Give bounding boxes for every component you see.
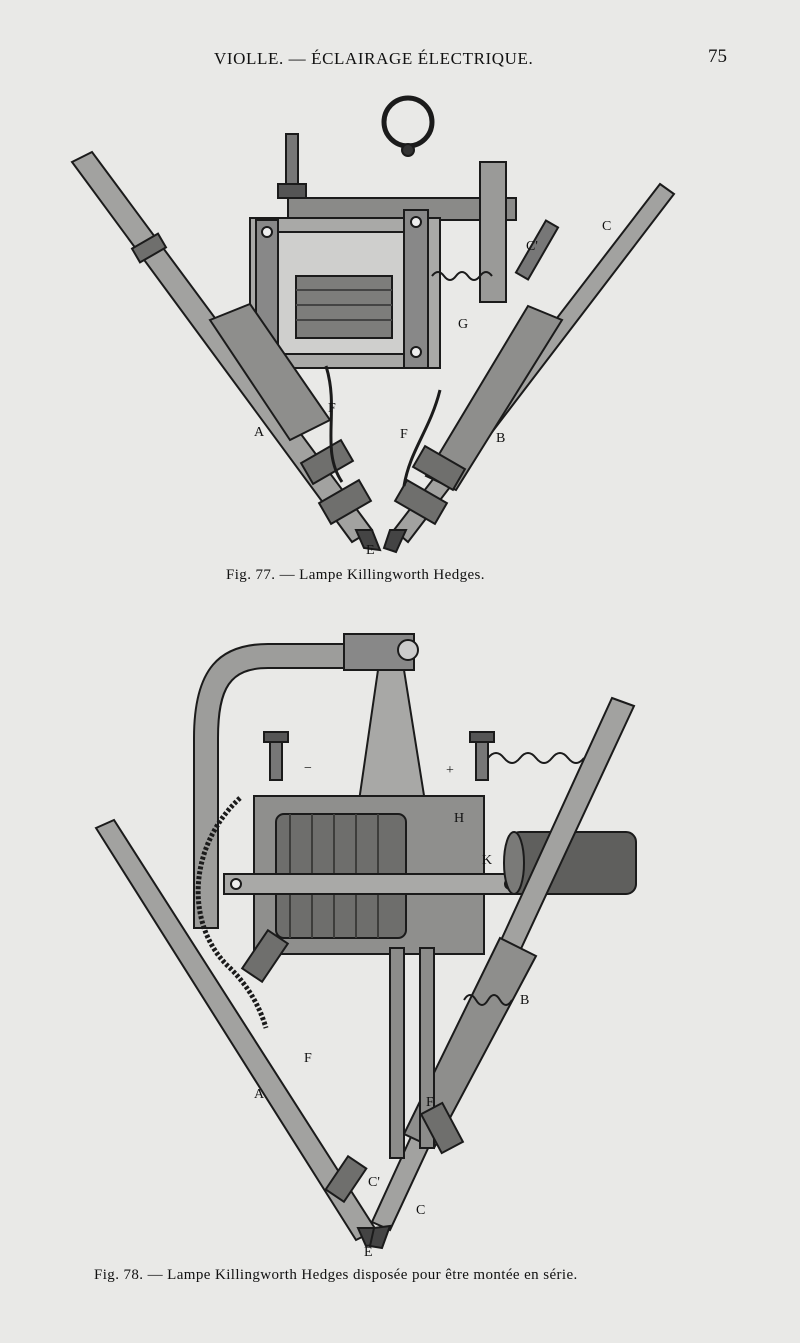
- running-title: VIOLLE. — ÉCLAIRAGE ÉLECTRIQUE.: [214, 49, 534, 68]
- figure-78-caption: Fig. 78. — Lampe Killingworth Hedges dis…: [94, 1267, 578, 1283]
- fig78-label-f-right: F: [426, 1095, 434, 1110]
- fig78-label-a: A: [254, 1087, 265, 1102]
- lamp-engraving-78: − + H K B F A F C C' E: [94, 633, 637, 1260]
- page-number: 75: [708, 46, 727, 67]
- fig77-label-a: A: [254, 425, 265, 440]
- fig78-label-b: B: [520, 993, 529, 1008]
- fig77-label-f-left: F: [328, 401, 336, 416]
- fig77-label-f-right: F: [400, 427, 408, 442]
- fig78-label-plus: +: [446, 763, 454, 778]
- fig77-label-c: C: [602, 219, 611, 234]
- fig77-label-c-prime: C': [526, 239, 538, 254]
- fig78-label-k: K: [482, 853, 492, 868]
- fig77-label-g: G: [458, 317, 468, 332]
- fig78-label-minus: −: [304, 761, 312, 776]
- figure-77-illustration: C' C G F F A B E: [60, 90, 680, 560]
- fig77-label-b: B: [496, 431, 505, 446]
- fig77-label-e: E: [366, 543, 375, 558]
- fig78-label-c-prime: C': [368, 1175, 380, 1190]
- fig78-label-c: C: [416, 1203, 425, 1218]
- fig78-label-f-left: F: [304, 1051, 312, 1066]
- figure-78-illustration: − + H K B F A F C C' E: [90, 628, 680, 1260]
- lamp-engraving-77: C' C G F F A B E: [70, 95, 676, 558]
- fig78-label-e: E: [364, 1245, 373, 1260]
- figure-77-caption: Fig. 77. — Lampe Killingworth Hedges.: [226, 567, 485, 583]
- fig78-label-h: H: [454, 811, 464, 826]
- running-header: VIOLLE. — ÉCLAIRAGE ÉLECTRIQUE. 75: [0, 46, 800, 72]
